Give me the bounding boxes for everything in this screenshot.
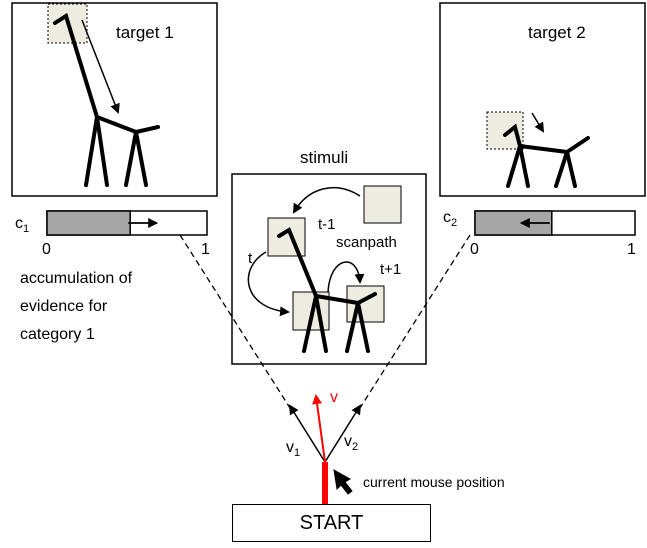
scanpath-arrow-t [247,251,290,317]
scanpath-arrow-t-minus-1 [292,187,361,214]
c2-tick-one: 1 [627,241,636,258]
v1-label: v1 [286,439,300,459]
scanpath-arrow-t-plus-1 [327,261,365,293]
v1-vector [288,404,326,463]
evidence-caption-line-1: accumulation of [20,270,133,287]
evidence-caption-line-2: evidence for [20,298,108,315]
stimuli-stick-figure [277,227,377,353]
scanpath-label-t-minus-1: t-1 [318,216,336,233]
c2-tick-zero: 0 [470,241,479,258]
mouse-cursor-icon [333,469,353,495]
target-2-stick-figure [503,123,590,188]
velocity-vectors: v v1 v2 [286,389,362,505]
scanpath-label-t: t [248,250,253,267]
c2-label: c2 [443,209,457,229]
evidence-caption-line-3: category 1 [20,326,95,343]
v-label: v [330,389,338,406]
patch-t-minus-1 [363,185,402,224]
c1-label: c1 [15,215,29,235]
evidence-bar-c2: c2 0 1 [443,209,636,258]
mouse-position-label: current mouse position [363,474,505,490]
target-1-stick-figure [53,12,160,187]
stimuli-label: stimuli [300,148,348,167]
v2-label: v2 [344,433,358,453]
start-button[interactable]: START [232,504,431,542]
scanpath-label: scanpath [336,234,397,251]
v-resultant-vector [312,394,326,463]
evidence-bar-c1: c1 0 1 [15,210,210,258]
target-1-panel: target 1 [11,2,218,197]
projection-lines [179,234,471,409]
target-2-label: target 2 [528,23,586,42]
v2-vector [324,404,362,463]
evidence-caption: accumulation of evidence for category 1 [20,270,133,343]
c1-tick-one: 1 [201,241,210,258]
scanpath-label-t-plus-1: t+1 [380,261,401,278]
target-1-label: target 1 [116,23,174,42]
c1-tick-zero: 0 [42,241,51,258]
target-1-saccade-arrow [81,19,120,114]
target-2-saccade-arrow [531,112,545,133]
stimuli-panel: stimuli t-1 scanpath t t+1 [231,148,427,365]
target-2-panel: target 2 [439,2,646,197]
c1-fill [46,210,131,236]
